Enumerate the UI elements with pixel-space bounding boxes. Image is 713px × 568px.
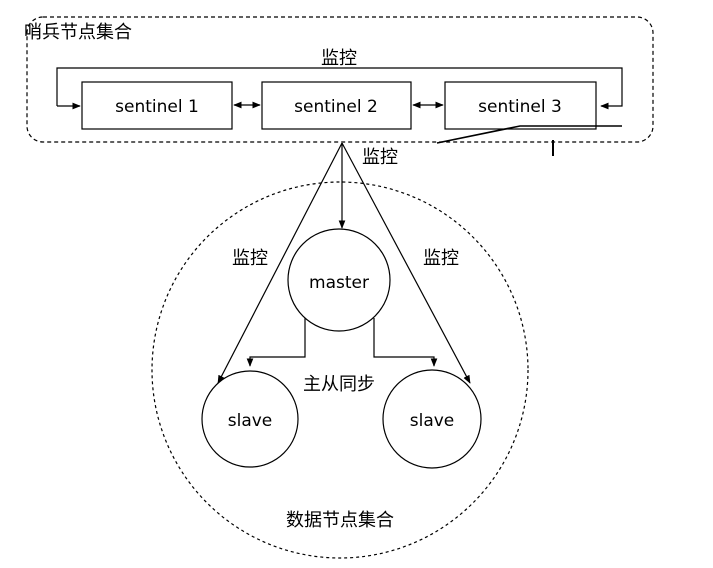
monitor-right-label: 监控 <box>423 248 459 269</box>
data-group-container <box>151 181 529 559</box>
sentinel-2-label: sentinel 2 <box>294 97 378 117</box>
slave-node-left <box>201 370 299 468</box>
monitor-top-label: 监控 <box>321 48 357 69</box>
replication-label: 主从同步 <box>303 374 375 395</box>
replication-link-right <box>373 318 438 367</box>
sentinel-1-box <box>81 81 233 130</box>
slave-node-right <box>382 369 482 469</box>
sentinel-group-container <box>26 16 654 143</box>
monitor-arrow-to-right-slave <box>341 142 471 384</box>
master-label: master <box>309 273 369 293</box>
replication-link-left <box>246 318 306 367</box>
monitor-left-label: 监控 <box>232 248 268 269</box>
stray-stroke <box>436 125 622 144</box>
monitor-down-label: 监控 <box>362 147 398 168</box>
data-group-title: 数据节点集合 <box>286 510 394 531</box>
slave-left-label: slave <box>228 411 273 431</box>
slave-right-label: slave <box>410 411 455 431</box>
sentinel-3-label: sentinel 3 <box>478 97 562 117</box>
sentinel-1-label: sentinel 1 <box>115 97 199 117</box>
sentinel-group-title: 哨兵节点集合 <box>24 22 132 43</box>
monitor-arrow-to-left-slave <box>217 142 343 384</box>
sentinel-2-box <box>261 81 412 130</box>
monitor-loop-left <box>56 67 623 110</box>
master-node <box>287 228 391 332</box>
sentinel-3-box <box>444 81 597 130</box>
